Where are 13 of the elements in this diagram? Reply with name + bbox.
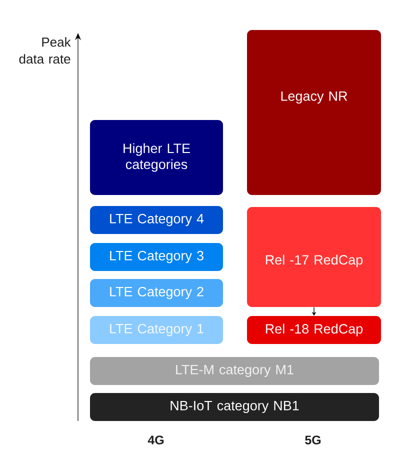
category-box: Rel -18 RedCap (247, 316, 381, 344)
column-label: 5G (305, 436, 321, 444)
axis-label: Peak data rate (19, 37, 71, 64)
category-box: LTE Category 3 (90, 243, 223, 271)
category-box: LTE Category 1 (90, 316, 223, 344)
column-label: 4G (148, 436, 164, 444)
category-box: NB-IoT category NB1 (90, 393, 379, 421)
category-box: LTE-M category M1 (90, 357, 379, 385)
category-box: Legacy NR (247, 30, 381, 195)
category-box: Higher LTE categories (90, 120, 223, 195)
category-box: LTE Category 4 (90, 206, 223, 234)
category-box: LTE Category 2 (90, 279, 223, 307)
category-box: Rel -17 RedCap (247, 207, 381, 307)
